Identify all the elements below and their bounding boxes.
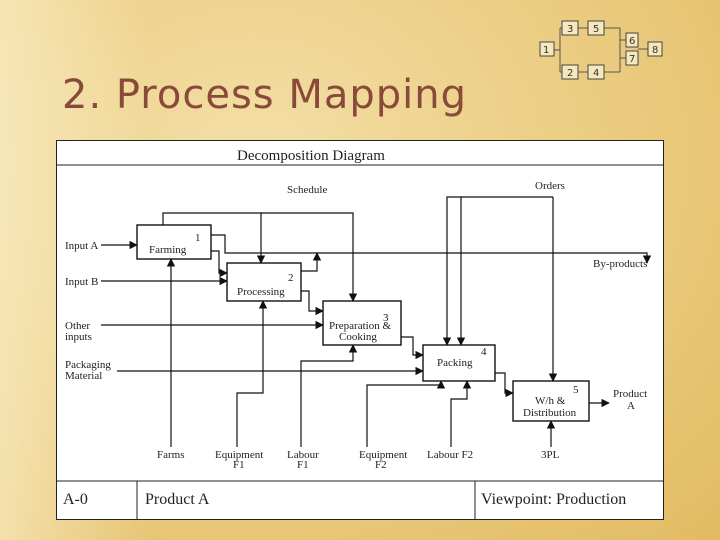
other-inputs-label: inputs	[65, 331, 92, 343]
mini-node-6	[625, 32, 639, 48]
product-a-label: Product	[613, 388, 647, 400]
footer-viewpoint: Viewpoint: Production	[481, 491, 626, 508]
mini-node-4	[587, 64, 605, 80]
activity-number: 4	[481, 346, 487, 358]
mechanism-labour-f2: Labour F2	[427, 449, 473, 461]
activity-label: Farming	[149, 244, 187, 256]
decomposition-diagram: Decomposition Diagram A-0 Product A View…	[56, 140, 664, 520]
mini-node-2	[561, 64, 579, 80]
mechanism-equipment-f1: Equipment	[215, 449, 263, 461]
mini-node-label: 6	[629, 36, 635, 47]
mini-node-7	[625, 50, 639, 66]
mechanism-equipment-f1: F1	[233, 459, 245, 471]
mini-node-3	[561, 20, 579, 36]
arrow-processing-preparation	[301, 290, 324, 316]
activity-number: 1	[195, 232, 201, 244]
mini-node-8	[647, 41, 663, 57]
footer-title: Product A	[145, 491, 210, 508]
mechanism-labour-f1: F1	[297, 459, 309, 471]
activity-label: Preparation &	[329, 320, 391, 332]
slide-title: 2. Process Mapping	[62, 72, 467, 118]
mini-node-label: 4	[593, 68, 599, 79]
arrow-orders-packing	[456, 196, 553, 346]
mini-node-label: 1	[543, 45, 549, 56]
input-a-label: Input A	[65, 240, 98, 252]
activity-label: Cooking	[339, 331, 377, 343]
packaging-material-label: Packaging	[65, 359, 111, 371]
mini-node-1	[539, 41, 555, 57]
activity-box-preparation	[322, 300, 402, 346]
other-inputs-label: Other	[65, 320, 90, 332]
mini-node-label: 3	[567, 24, 573, 35]
arrow-packing-distribution	[495, 372, 514, 398]
footer-node-id: A-0	[63, 491, 88, 508]
mini-node-label: 8	[652, 45, 658, 56]
activity-number: 5	[573, 384, 579, 396]
mini-node-label: 7	[629, 54, 635, 65]
arrow-labour-f2	[450, 380, 472, 447]
mechanism-equipment-f2: Equipment	[359, 449, 407, 461]
activity-label: Processing	[237, 286, 285, 298]
activity-label: Packing	[437, 357, 473, 369]
activity-label: Distribution	[523, 407, 577, 419]
arrow-farming-processing	[211, 250, 228, 278]
arrow-labour-f1	[300, 344, 358, 447]
arrow-schedule-processing	[162, 212, 266, 264]
packaging-material-label: Material	[65, 370, 102, 382]
activity-number: 3	[383, 312, 389, 324]
diagram-heading: Decomposition Diagram	[237, 148, 385, 164]
mini-node-5	[587, 20, 605, 36]
activity-box-farming	[136, 224, 212, 260]
activity-number: 2	[288, 272, 294, 284]
arrow-equipment-f2	[366, 380, 446, 447]
mechanism-farms: Farms	[157, 449, 185, 461]
mechanism-3pl: 3PL	[541, 449, 560, 461]
activity-label: W/h &	[535, 395, 566, 407]
input-b-label: Input B	[65, 276, 98, 288]
control-orders: Orders	[535, 180, 565, 192]
arrow-preparation-packing	[401, 336, 424, 360]
byproducts-label: By-products	[593, 258, 647, 270]
mini-network-diagram: 1 2 3 4 5 6 7 8	[539, 20, 663, 80]
arrow-byproducts-processing	[301, 252, 322, 272]
arrow-orders-packing-2	[442, 196, 461, 346]
activity-box-packing	[422, 344, 496, 382]
arrow-equipment-f1	[236, 300, 268, 447]
mechanism-equipment-f2: F2	[375, 459, 387, 471]
arrow-byproducts-farming	[211, 234, 652, 264]
mini-node-label: 2	[567, 68, 573, 79]
arrow-schedule-preparation	[261, 212, 358, 302]
control-schedule: Schedule	[287, 184, 327, 196]
mechanism-labour-f1: Labour	[287, 449, 319, 461]
mini-node-label: 5	[593, 24, 599, 35]
product-a-label: A	[627, 400, 635, 412]
